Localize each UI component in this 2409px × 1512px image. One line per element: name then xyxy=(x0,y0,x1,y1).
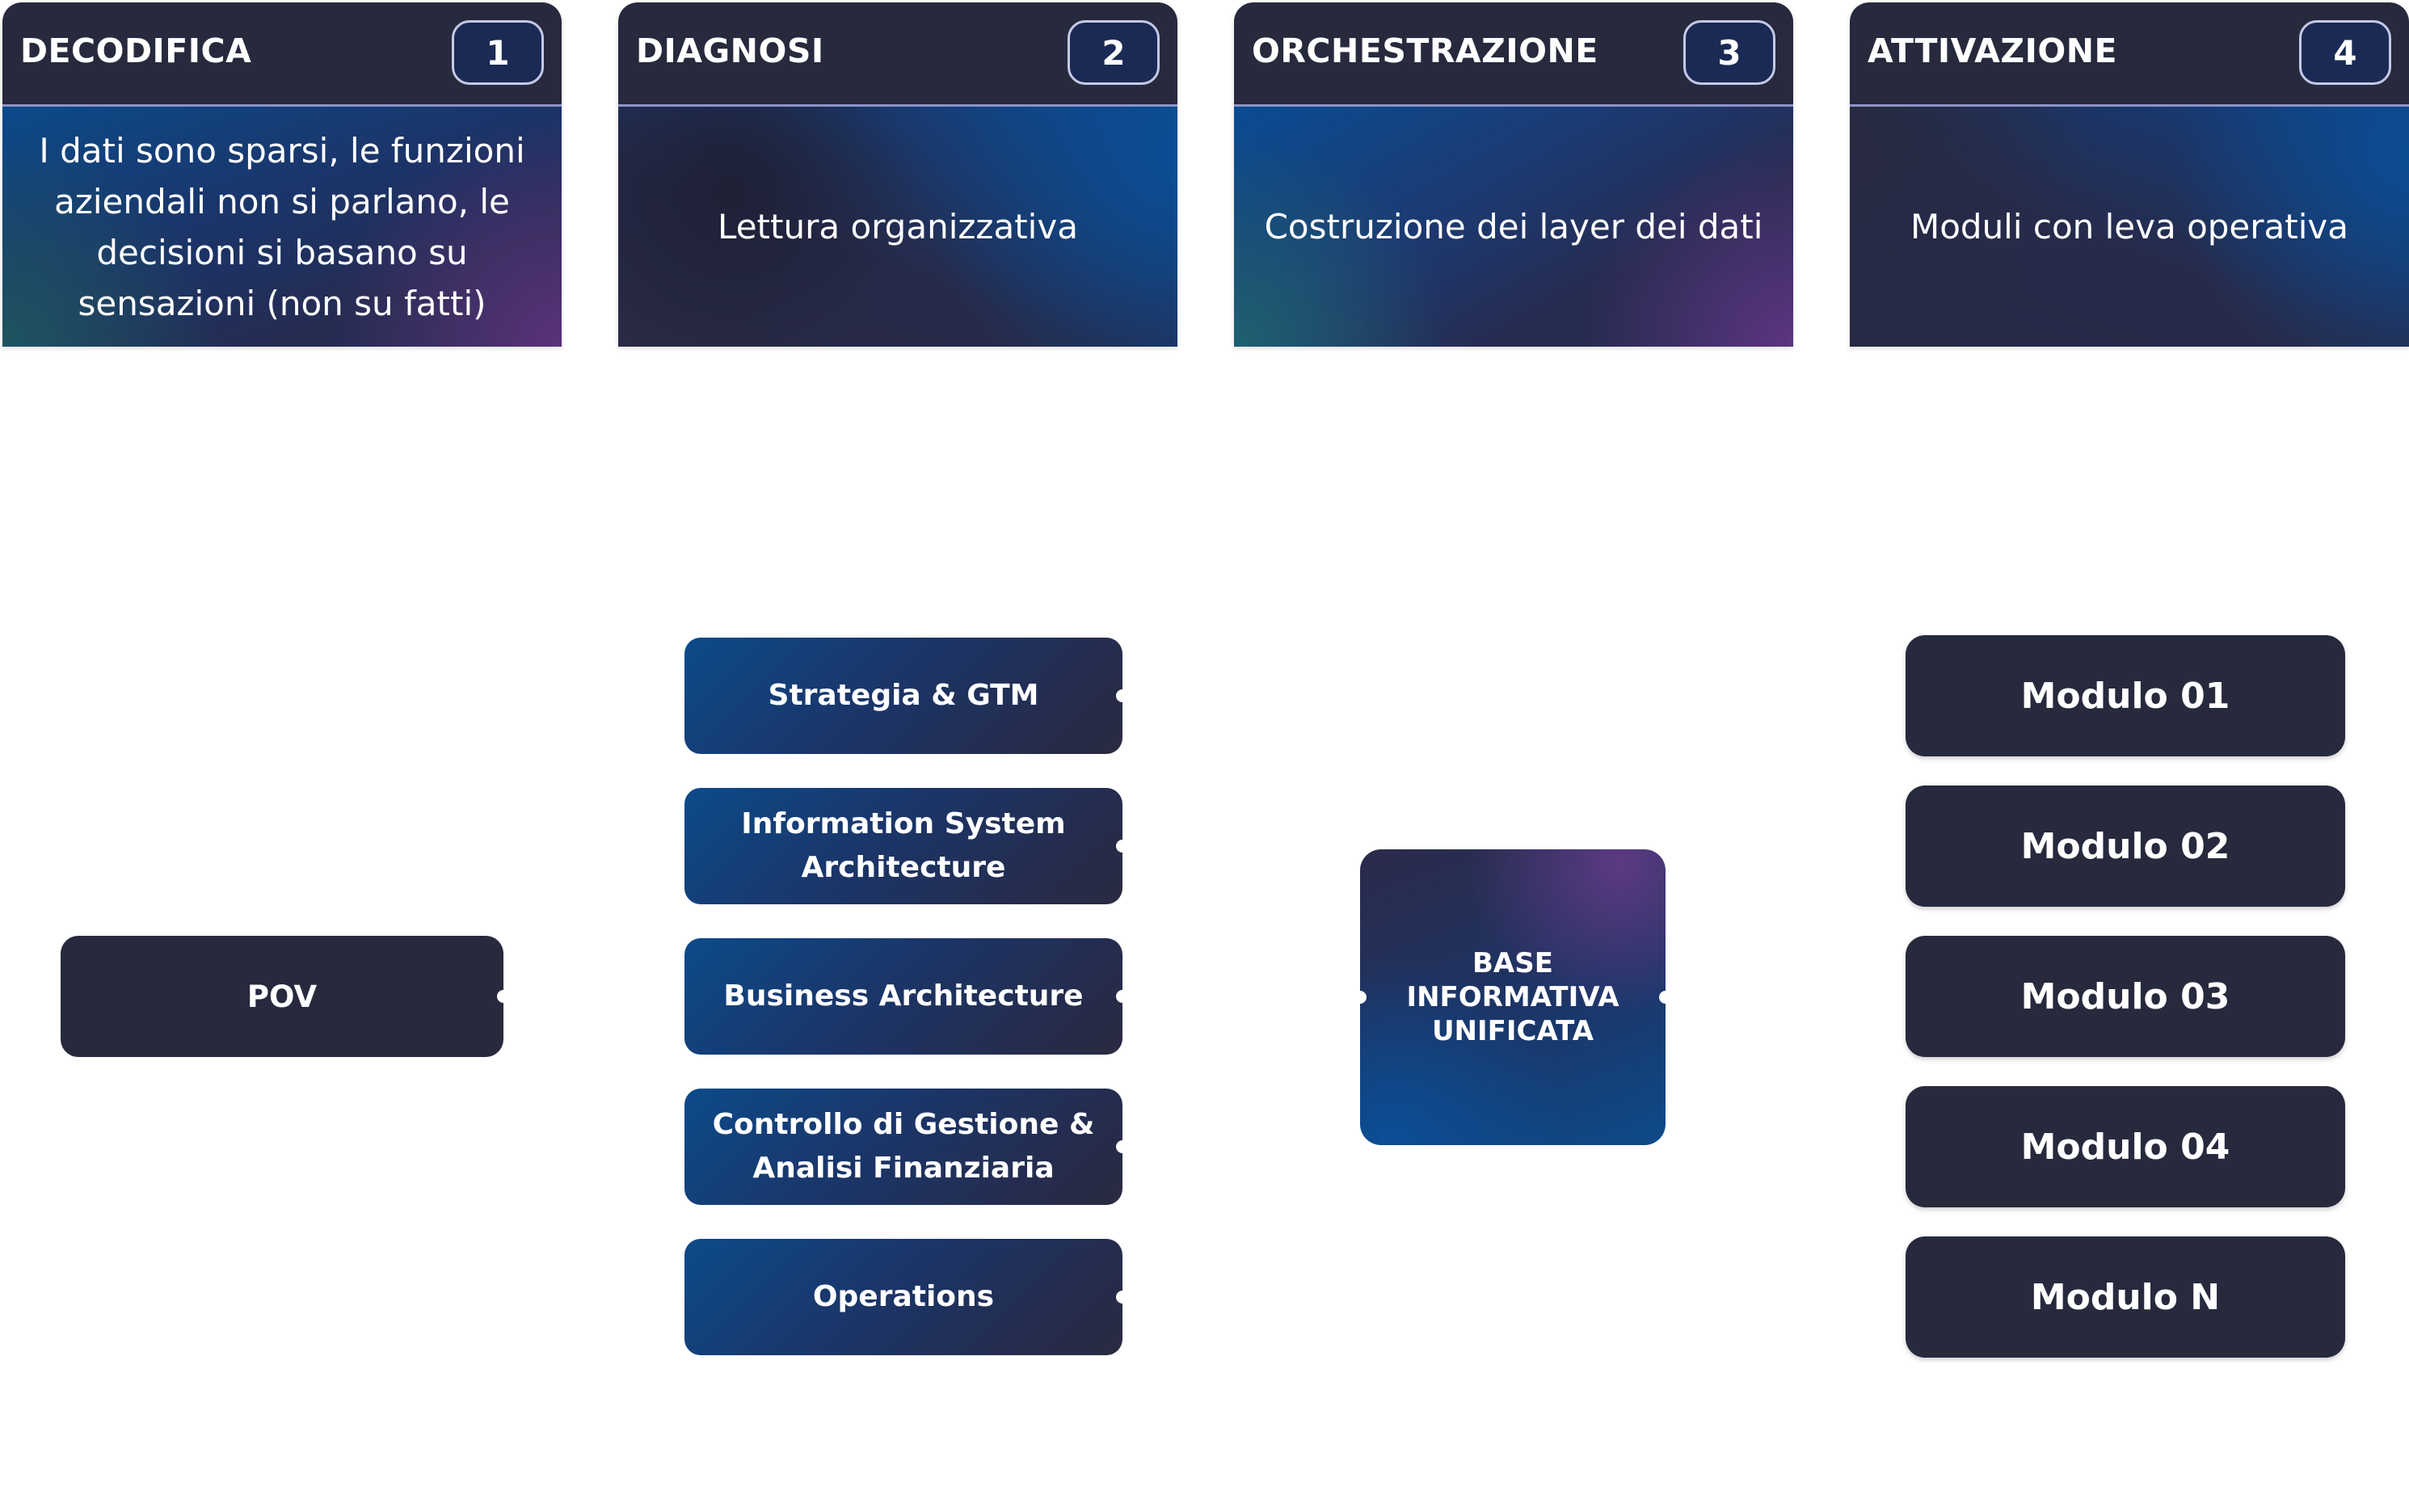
area-box: Information System Architecture xyxy=(684,788,1129,904)
phase-title: ATTIVAZIONE xyxy=(1868,32,2118,70)
pov-box: POV xyxy=(61,936,510,1057)
phase-card-orchestrazione: ORCHESTRAZIONE 3 Costruzione dei layer d… xyxy=(1234,2,1793,347)
phase-number-badge: 1 xyxy=(452,20,544,85)
connector-dot xyxy=(1116,1140,1129,1153)
connector-dot xyxy=(1659,991,1672,1004)
module-label: Modulo 02 xyxy=(2020,825,2230,867)
connector-dot xyxy=(1116,689,1129,702)
phase-number-badge: 3 xyxy=(1683,20,1775,85)
area-label: Information System Architecture xyxy=(741,807,1066,884)
area-label: Controllo di Gestione & Analisi Finanzia… xyxy=(712,1108,1095,1185)
phase-description: I dati sono sparsi, le funzioni aziendal… xyxy=(2,107,562,347)
area-box: Strategia & GTM xyxy=(684,638,1129,754)
phase-card-decodifica: DECODIFICA 1 I dati sono sparsi, le funz… xyxy=(2,2,562,347)
phase-description: Moduli con leva operativa xyxy=(1850,107,2409,347)
area-box: Business Architecture xyxy=(684,938,1129,1055)
phase-description: Lettura organizzativa xyxy=(618,107,1177,347)
base-informativa-box: BASE INFORMATIVA UNIFICATA xyxy=(1354,849,1672,1145)
connector-dot xyxy=(1116,990,1129,1003)
phase-title: DECODIFICA xyxy=(20,32,252,70)
module-label: Modulo 03 xyxy=(2020,975,2230,1017)
area-box: Controllo di Gestione & Analisi Finanzia… xyxy=(684,1089,1129,1205)
module-label: Modulo 01 xyxy=(2020,675,2230,717)
phase-title: DIAGNOSI xyxy=(636,32,824,70)
connector-dot xyxy=(1116,1291,1129,1304)
pov-label: POV xyxy=(246,979,318,1014)
area-label: Strategia & GTM xyxy=(768,679,1039,712)
phase-description: Costruzione dei layer dei dati xyxy=(1234,107,1793,347)
module-box: Modulo 01 xyxy=(1906,635,2345,756)
area-label: Business Architecture xyxy=(723,979,1084,1013)
module-box: Modulo 04 xyxy=(1906,1086,2345,1207)
phase-header: ORCHESTRAZIONE 3 xyxy=(1234,2,1793,107)
area-box: Operations xyxy=(684,1239,1129,1355)
phase-card-attivazione: ATTIVAZIONE 4 Moduli con leva operativa xyxy=(1850,2,2409,347)
module-label: Modulo N xyxy=(2030,1276,2221,1318)
phase-header: DIAGNOSI 2 xyxy=(618,2,1177,107)
module-label: Modulo 04 xyxy=(2020,1126,2230,1168)
connector-dot xyxy=(1354,991,1367,1004)
connector-dot xyxy=(1116,840,1129,853)
phase-title: ORCHESTRAZIONE xyxy=(1252,32,1598,70)
phase-header: DECODIFICA 1 xyxy=(2,2,562,107)
base-label: BASE INFORMATIVA UNIFICATA xyxy=(1406,947,1619,1047)
phase-number-badge: 4 xyxy=(2299,20,2391,85)
phase-card-diagnosi: DIAGNOSI 2 Lettura organizzativa xyxy=(618,2,1177,347)
module-box: Modulo 03 xyxy=(1906,936,2345,1057)
connector-dot xyxy=(497,990,510,1003)
module-box: Modulo N xyxy=(1906,1236,2345,1358)
module-box: Modulo 02 xyxy=(1906,785,2345,907)
area-label: Operations xyxy=(812,1280,995,1313)
phase-number-badge: 2 xyxy=(1068,20,1160,85)
phase-header: ATTIVAZIONE 4 xyxy=(1850,2,2409,107)
